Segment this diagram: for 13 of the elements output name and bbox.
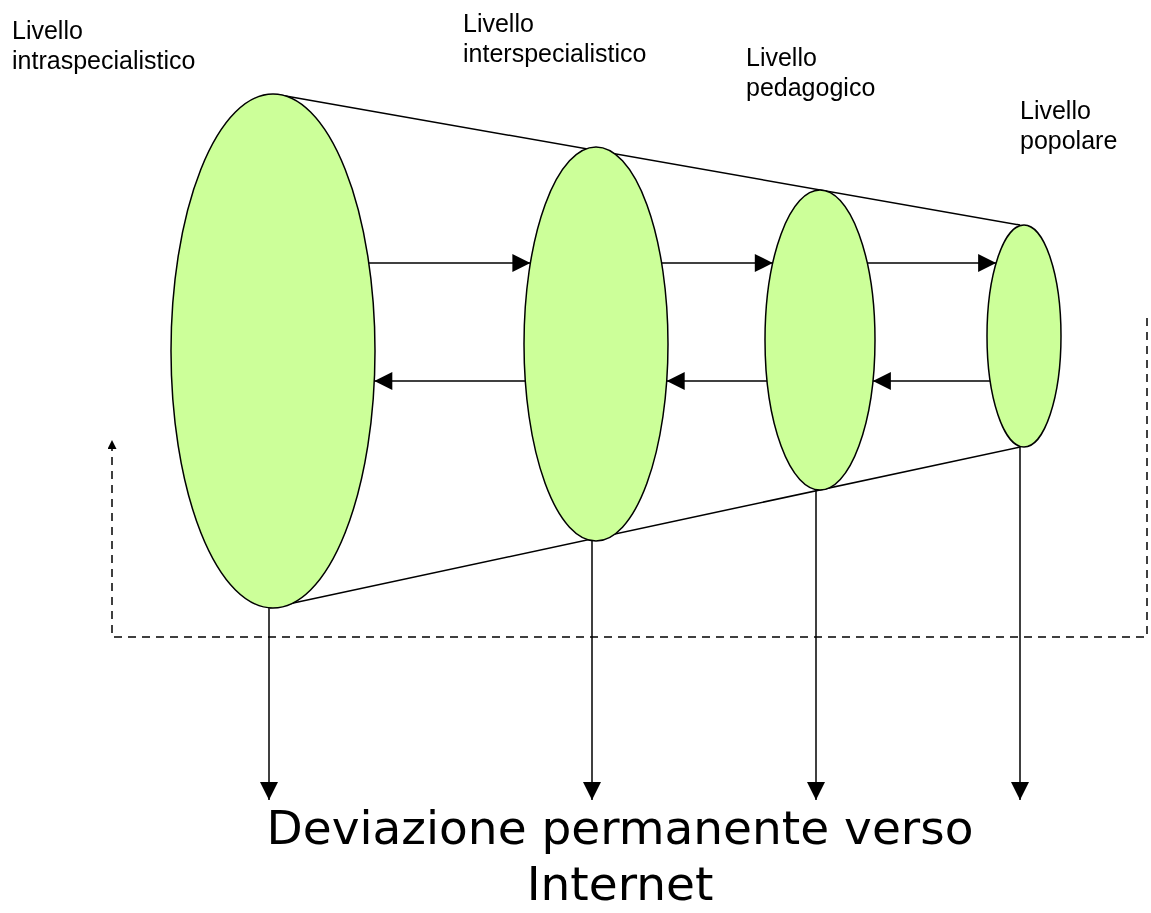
- feedback-arrow: [107, 317, 1148, 638]
- level-label: Livello popolare: [1020, 95, 1119, 155]
- arrow: [1011, 445, 1029, 801]
- level-label: Livello interspecialistico: [463, 8, 648, 68]
- level-label: Livello intraspecialistico: [12, 15, 197, 75]
- arrow: [807, 488, 825, 801]
- arrow: [583, 539, 601, 801]
- level-label: Livello pedagogico: [746, 42, 877, 102]
- outcome-text: Deviazione permanente verso Internet: [200, 800, 1040, 912]
- arrow: [866, 254, 997, 272]
- arrow: [660, 254, 774, 272]
- arrow: [872, 372, 991, 390]
- arrow: [260, 607, 278, 801]
